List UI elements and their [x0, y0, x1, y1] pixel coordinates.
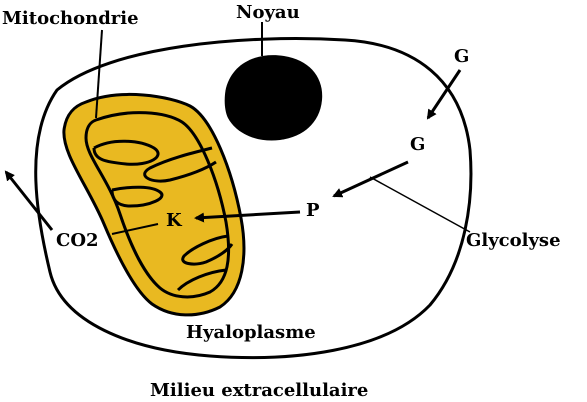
label-extracellular: Milieu extracellulaire: [150, 380, 368, 401]
label-pyruvate: P: [306, 200, 320, 221]
mitochondria-leader-line: [95, 29, 103, 119]
label-mitochondria: Mitochondrie: [2, 8, 139, 29]
glucose-entry-arrow: [426, 69, 462, 120]
crista: [110, 185, 164, 208]
crista: [176, 268, 227, 292]
label-krebs: K: [166, 210, 183, 231]
label-glucose-inside: G: [410, 134, 425, 155]
label-glucose-outside: G: [454, 46, 469, 67]
crista: [181, 234, 234, 266]
co2-exit-arrow: [4, 170, 54, 231]
glycolysis-arrow: [332, 160, 409, 198]
label-cytoplasm: Hyaloplasme: [186, 322, 316, 343]
co2-link-line: [111, 223, 159, 235]
mitochondrion-inner-membrane: [84, 111, 231, 299]
glycolysis-leader-line: [369, 176, 471, 233]
label-co2: CO2: [56, 230, 99, 251]
label-nucleus: Noyau: [236, 2, 300, 23]
mitochondrion: [62, 92, 246, 317]
nucleus: [224, 55, 323, 141]
crista: [143, 146, 217, 183]
label-glycolysis: Glycolyse: [466, 230, 561, 251]
crista: [92, 139, 160, 166]
pyruvate-to-krebs-arrow: [194, 210, 301, 223]
